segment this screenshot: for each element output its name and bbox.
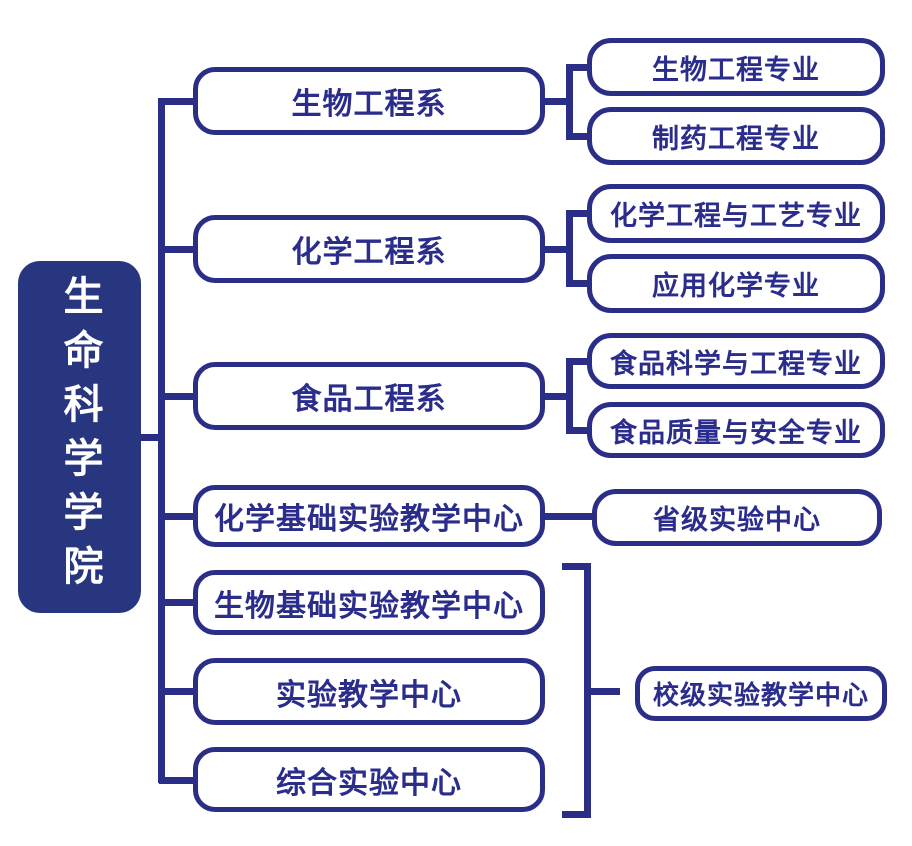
connector-dept-stub-6 xyxy=(159,688,194,695)
root-node-label: 生命科学学院 xyxy=(57,275,102,599)
major-node-food-science-engineering: 食品科学与工程专业 xyxy=(587,333,885,389)
major-node-food-quality-safety: 食品质量与安全专业 xyxy=(587,402,885,458)
node-label: 综合实验中心 xyxy=(276,766,462,800)
connector-dept-stub-3 xyxy=(159,393,194,400)
node-provincial-lab-center: 省级实验中心 xyxy=(592,489,882,546)
connector-g1-child1 xyxy=(571,64,587,71)
node-label: 化学基础实验教学中心 xyxy=(214,503,524,536)
node-label: 食品工程系 xyxy=(291,383,447,416)
connector-g1-dept xyxy=(544,98,571,105)
major-node-applied-chemistry: 应用化学专业 xyxy=(587,254,885,313)
connector-g3-child2 xyxy=(571,427,587,434)
connector-trunk xyxy=(158,98,165,783)
connector-shared-middle xyxy=(591,688,620,695)
connector-g3-vertical xyxy=(566,358,573,434)
dept-node-experiment-teaching-center: 实验教学中心 xyxy=(193,658,545,725)
connector-root-stub xyxy=(140,434,159,441)
connector-g2-child1 xyxy=(571,210,587,217)
major-node-bioengineering: 生物工程专业 xyxy=(587,38,885,96)
dept-node-food-engineering: 食品工程系 xyxy=(193,362,545,430)
major-node-pharmaceutical-engineering: 制药工程专业 xyxy=(587,107,885,165)
node-label: 化学工程与工艺专业 xyxy=(610,201,862,231)
connector-shared-bottom xyxy=(562,811,591,818)
node-label: 食品科学与工程专业 xyxy=(610,348,862,379)
node-label: 生物基础实验教学中心 xyxy=(214,589,524,623)
connector-g1-child2 xyxy=(571,133,587,140)
dept-node-comprehensive-lab-center: 综合实验中心 xyxy=(193,747,545,812)
connector-shared-top xyxy=(562,563,591,570)
connector-dept-stub-2 xyxy=(159,246,194,253)
connector-g2-dept xyxy=(544,246,571,253)
node-school-lab-teaching-center: 校级实验教学中心 xyxy=(635,666,887,721)
node-label: 食品质量与安全专业 xyxy=(610,417,862,448)
connector-dept-stub-7 xyxy=(159,777,194,784)
node-label: 生物工程专业 xyxy=(652,54,820,85)
dept-node-chemical-engineering: 化学工程系 xyxy=(193,215,545,283)
node-label: 应用化学专业 xyxy=(652,271,820,301)
node-label: 省级实验中心 xyxy=(653,505,821,535)
root-node: 生命科学学院 xyxy=(18,261,141,613)
connector-dept-stub-4 xyxy=(159,513,194,520)
node-label: 制药工程专业 xyxy=(652,123,820,154)
connector-g2-child2 xyxy=(571,280,587,287)
major-node-chemical-engineering-technology: 化学工程与工艺专业 xyxy=(587,184,885,243)
node-label: 实验教学中心 xyxy=(276,678,462,712)
connector-dept-stub-1 xyxy=(159,98,194,105)
connector-dept-stub-5 xyxy=(159,599,194,606)
connector-g2-vertical xyxy=(566,210,573,287)
node-label: 化学工程系 xyxy=(291,236,447,269)
dept-node-chem-basic-lab-center: 化学基础实验教学中心 xyxy=(193,485,545,547)
connector-g1-vertical xyxy=(566,64,573,140)
node-label: 生物工程系 xyxy=(291,88,447,121)
connector-g3-dept xyxy=(544,393,571,400)
dept-node-bioengineering: 生物工程系 xyxy=(193,67,545,135)
connector-shared-vertical xyxy=(584,563,591,818)
connector-provincial xyxy=(544,513,594,520)
connector-g3-child1 xyxy=(571,358,587,365)
node-label: 校级实验教学中心 xyxy=(652,680,869,710)
dept-node-bio-basic-lab-center: 生物基础实验教学中心 xyxy=(193,570,545,635)
